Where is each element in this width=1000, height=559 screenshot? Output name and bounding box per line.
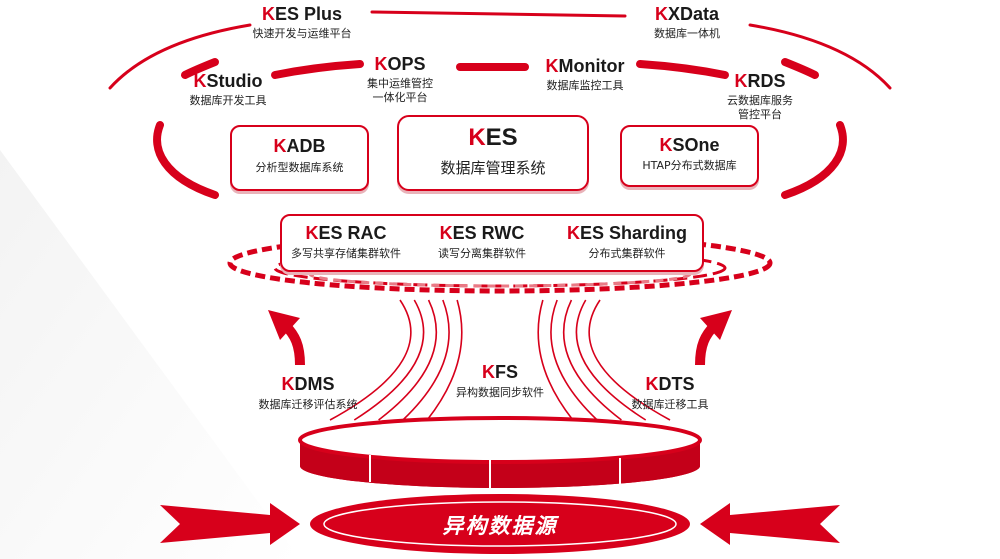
kops-desc-line2: 一体化平台	[372, 91, 428, 104]
fan-line	[329, 299, 412, 421]
node-kdts: KDTS 数据库迁移工具	[615, 375, 725, 412]
left-curved-arrow	[268, 310, 305, 366]
fan-line	[402, 299, 450, 421]
node-krds: KRDS 云数据库服务 管控平台	[705, 72, 815, 122]
fan-line	[378, 299, 437, 421]
kdts-logo: KDTS	[645, 374, 695, 394]
kes-logo: KES	[468, 124, 518, 151]
kdms-logo: KDMS	[281, 374, 335, 394]
kes-rwc-desc: 读写分离集群软件	[438, 247, 526, 260]
kes-sharding-logo: KES Sharding	[566, 223, 687, 243]
kes-rwc-logo: KES RWC	[439, 223, 525, 243]
sync-fan-lines	[329, 299, 671, 421]
fan-line	[588, 299, 671, 421]
kfs-logo: KFS	[481, 362, 518, 382]
node-kmonitor: KMonitor 数据库监控工具	[520, 57, 650, 93]
kxdata-desc: 数据库一体机	[654, 27, 720, 40]
node-kes-plus: KES Plus 快速开发与运维平台	[232, 5, 372, 41]
fan-line	[451, 300, 474, 420]
fan-line	[426, 299, 463, 421]
fan-line	[563, 299, 622, 421]
krds-desc-line2: 管控平台	[738, 108, 782, 121]
right-input-arrow	[700, 503, 840, 545]
kdts-desc: 数据库迁移工具	[631, 398, 709, 411]
box-kadb: KADB 分析型数据库系统	[230, 125, 369, 191]
kmonitor-logo: KMonitor	[545, 56, 625, 76]
kops-desc-line1: 集中运维管控	[367, 77, 433, 90]
node-kes-sharding: KES Sharding 分布式集群软件	[557, 224, 697, 261]
node-kes-rac: KES RAC 多写共享存储集群软件	[282, 224, 410, 261]
kops-logo: KOPS	[374, 54, 426, 74]
fan-line	[513, 300, 525, 420]
kdms-desc: 数据库迁移评估系统	[258, 398, 358, 411]
node-kxdata: KXData 数据库一体机	[622, 5, 752, 41]
middle-ring-arcs	[153, 58, 847, 199]
kes-rac-desc: 多写共享存储集群软件	[291, 247, 401, 260]
kes-sharding-desc: 分布式集群软件	[588, 247, 666, 260]
left-input-arrow	[160, 503, 300, 545]
heterogeneous-source-pill	[310, 494, 690, 554]
ksone-logo: KSOne	[659, 135, 720, 155]
node-kops: KOPS 集中运维管控 一体化平台	[345, 55, 455, 105]
kstudio-desc: 数据库开发工具	[189, 94, 267, 107]
fan-line	[476, 300, 488, 420]
node-kes-rwc: KES RWC 读写分离集群软件	[422, 224, 542, 261]
box-ksone: KSOne HTAP分布式数据库	[620, 125, 759, 187]
background-shade	[0, 150, 300, 559]
krds-desc-line1: 云数据库服务	[727, 94, 793, 107]
kxdata-logo: KXData	[654, 4, 720, 24]
fan-line	[550, 299, 598, 421]
kadb-logo: KADB	[273, 136, 326, 156]
kadb-desc: 分析型数据库系统	[255, 161, 344, 174]
kfs-desc: 异构数据同步软件	[456, 386, 544, 399]
node-kfs: KFS 异构数据同步软件	[440, 363, 560, 400]
box-cluster-row: KES RAC 多写共享存储集群软件 KES RWC 读写分离集群软件 KES …	[280, 214, 704, 272]
kes-desc: 数据库管理系统	[440, 159, 546, 177]
fan-line	[537, 299, 574, 421]
ksone-desc: HTAP分布式数据库	[642, 159, 737, 172]
kmonitor-desc: 数据库监控工具	[546, 79, 624, 92]
kstudio-logo: KStudio	[193, 71, 263, 91]
kes-plus-logo: KES Plus	[261, 4, 343, 24]
fan-line	[353, 299, 425, 421]
outer-ring-arcs	[108, 10, 892, 90]
node-kdms: KDMS 数据库迁移评估系统	[248, 375, 368, 412]
krds-logo: KRDS	[734, 71, 786, 91]
fan-line	[525, 300, 548, 420]
kes-plus-desc: 快速开发与运维平台	[252, 27, 352, 40]
fan-line	[575, 299, 647, 421]
right-curved-arrow	[695, 310, 732, 366]
kes-rac-logo: KES RAC	[305, 223, 387, 243]
data-ring-cylinder	[298, 416, 702, 488]
node-kstudio: KStudio 数据库开发工具	[168, 72, 288, 108]
box-kes: KES 数据库管理系统	[397, 115, 589, 191]
source-label: 异构数据源	[442, 514, 558, 538]
